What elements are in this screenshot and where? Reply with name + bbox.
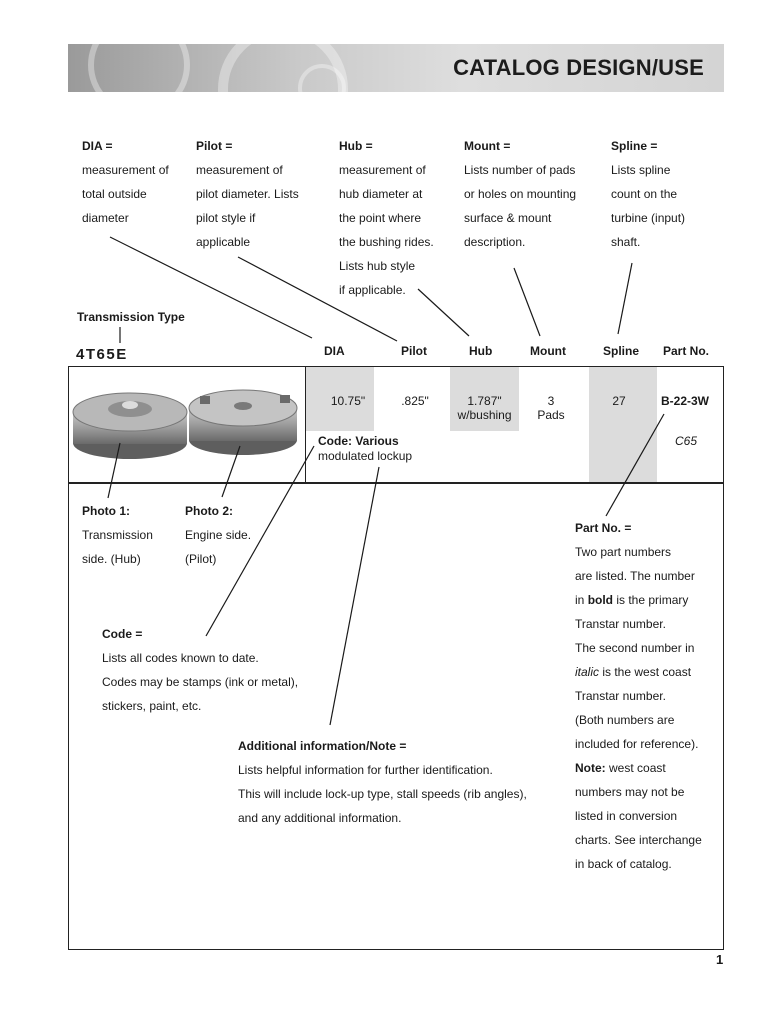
converter-graphic <box>88 44 190 92</box>
column-header-mount: Mount <box>530 344 566 358</box>
photo-1-caption: Photo 1: Transmission side. (Hub) <box>82 504 153 566</box>
column-header-spline: Spline <box>603 344 640 358</box>
part-number-primary: B-22-3W <box>661 394 710 408</box>
additional-info-definition: Additional information/Note = Lists help… <box>238 739 527 825</box>
pilot-definition: Pilot = measurement of pilot diameter. L… <box>196 139 299 249</box>
photo-2-caption: Photo 2: Engine side. (Pilot) <box>185 504 252 566</box>
transmission-type-label: Transmission Type <box>77 310 185 324</box>
hub-value: 1.787" w/bushing <box>457 394 512 422</box>
converter-graphic <box>298 64 346 92</box>
column-header-pilot: Pilot <box>401 344 427 358</box>
transmission-type-value: 4T65E <box>76 346 128 363</box>
mount-definition: Mount = Lists number of pads or holes on… <box>464 139 577 249</box>
header-banner: CATALOG DESIGN/USE <box>68 44 724 92</box>
spline-cell-shade <box>589 367 657 483</box>
catalog-entry-frame <box>68 366 724 950</box>
entry-divider <box>68 482 724 484</box>
hub-definition: Hub = measurement of hub diameter at the… <box>339 139 434 297</box>
pilot-value: .825" <box>401 394 429 408</box>
page-title: CATALOG DESIGN/USE <box>453 55 704 80</box>
dia-value: 10.75" <box>330 394 366 408</box>
page-number: 1 <box>716 952 724 967</box>
part-number-west-coast: C65 <box>675 434 698 448</box>
spline-value: 27 <box>612 394 626 408</box>
dia-definition: DIA = measurement of total outside diame… <box>82 139 169 225</box>
part-number-definition: Part No. = Two part numbers are listed. … <box>575 521 702 871</box>
hub-cell-shade <box>450 367 519 431</box>
dia-cell-shade <box>306 367 374 431</box>
spline-definition: Spline = Lists spline count on the turbi… <box>611 139 686 249</box>
column-header-hub: Hub <box>469 344 493 358</box>
converter-graphic <box>218 44 348 92</box>
note-value: modulated lockup <box>318 449 413 463</box>
column-header-dia: DIA <box>324 344 345 358</box>
mount-value: 3 Pads <box>537 394 565 422</box>
code-value: Code: Various <box>318 434 399 448</box>
code-definition: Code = Lists all codes known to date. Co… <box>102 627 299 713</box>
photo-divider <box>305 366 306 483</box>
column-header-part-no: Part No. <box>663 344 710 358</box>
